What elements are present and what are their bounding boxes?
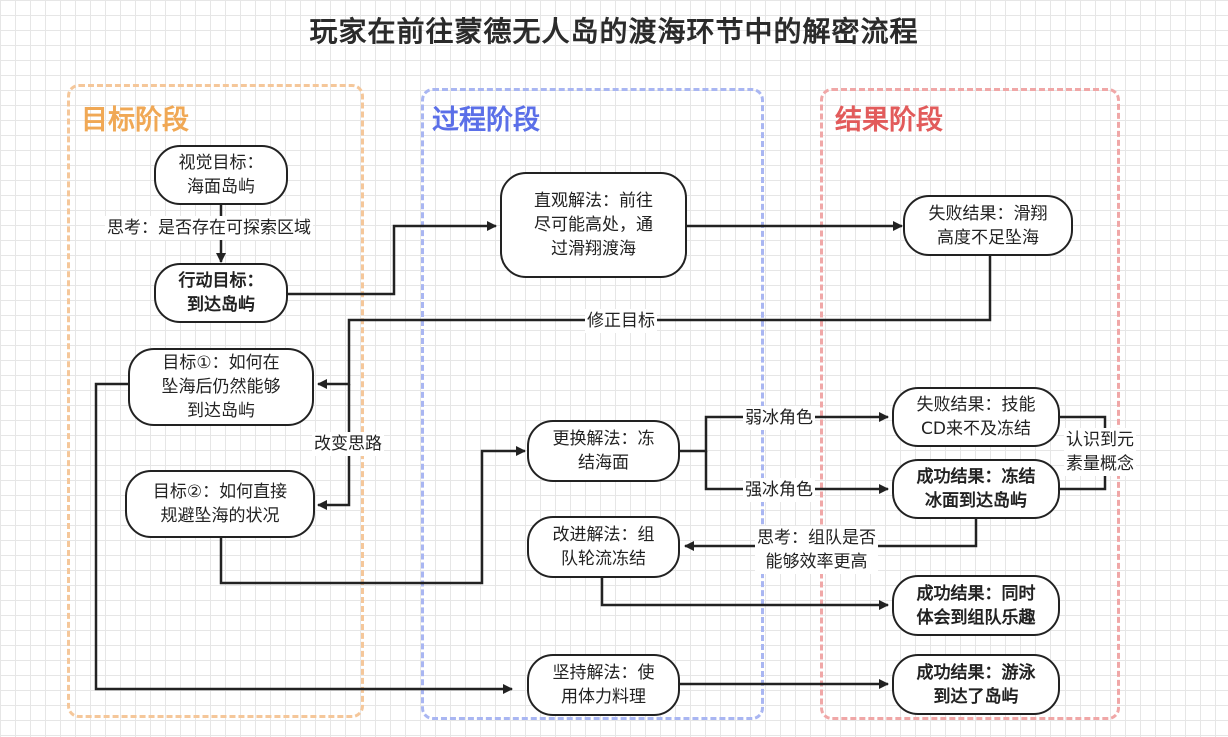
process-phase-box [421, 88, 764, 720]
edge-goal2-to-replace [219, 446, 526, 585]
edge-change-thinking [317, 384, 351, 510]
node-goal1: 目标①：如何在 坠海后仍然能够 到达岛屿 [128, 348, 314, 426]
label-think-explore: 思考：是否存在可探索区域 [105, 216, 313, 240]
edge-action-to-intuitive [287, 221, 497, 296]
process-phase-label: 过程阶段 [432, 105, 540, 136]
node-goal2: 目标②：如何直接 规避坠海的状况 [125, 470, 315, 538]
node-action-goal: 行动目标： 到达岛屿 [154, 263, 288, 323]
node-replace: 更换解法：冻 结海面 [527, 420, 680, 482]
node-visual-goal: 视觉目标： 海面岛屿 [154, 145, 288, 205]
goal-phase-box [67, 84, 364, 718]
node-success-swim: 成功结果：游泳 到达了岛屿 [892, 654, 1060, 715]
node-intuitive: 直观解法：前往 尽可能高处，通 过滑翔渡海 [500, 172, 687, 278]
node-fail-glide: 失败结果：滑翔 高度不足坠海 [903, 195, 1073, 256]
edge-replace-to-strong [704, 451, 889, 494]
node-improve: 改进解法：组 队轮流冻结 [527, 516, 680, 578]
node-fail-cd: 失败结果：技能 CD来不及冻结 [892, 387, 1060, 447]
result-phase-label: 结果阶段 [835, 105, 943, 136]
node-persist: 坚持解法：使 用体力料理 [527, 654, 680, 716]
node-success-team: 成功结果：同时 体会到组队乐趣 [892, 575, 1060, 636]
result-phase-box [820, 88, 1120, 720]
label-change-thinking: 改变思路 [312, 432, 384, 456]
edge-fail-glide-fix-goal [317, 256, 992, 389]
goal-phase-label: 目标阶段 [81, 105, 189, 136]
label-think-team: 思考：组队是否 能够效率更高 [755, 526, 878, 574]
edge-improve-to-team [600, 577, 889, 610]
label-stamina-concept: 认识到元 素量概念 [1064, 428, 1136, 476]
label-weak-ice: 弱冰角色 [743, 406, 815, 430]
label-fix-goal: 修正目标 [585, 309, 657, 333]
node-success-freeze: 成功结果：冻结 冰面到达岛屿 [892, 459, 1060, 519]
edge-goal1-to-persist [94, 382, 513, 694]
label-strong-ice: 强冰角色 [743, 478, 815, 502]
page-title: 玩家在前往蒙德无人岛的渡海环节中的解密流程 [309, 15, 919, 48]
